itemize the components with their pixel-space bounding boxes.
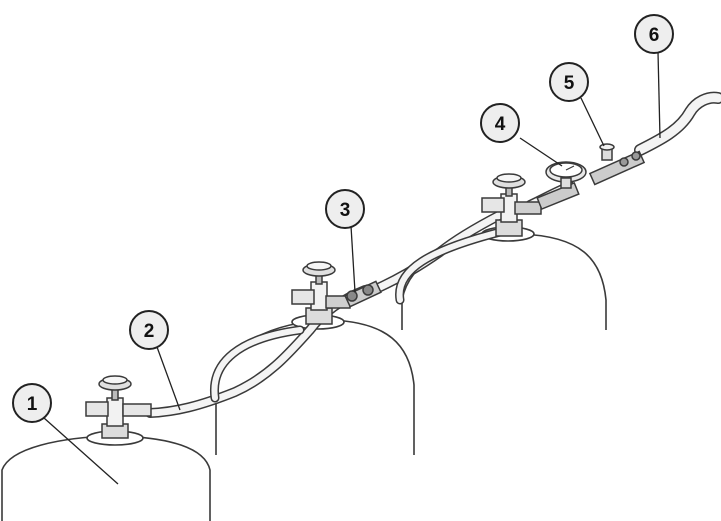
cylinder-2-valve xyxy=(292,262,350,324)
callout-6: 6 xyxy=(635,15,673,53)
cylinder-3-valve xyxy=(482,174,541,236)
cylinder-1 xyxy=(2,431,210,521)
callout-4: 4 xyxy=(481,104,519,142)
svg-text:1: 1 xyxy=(27,394,38,415)
svg-text:4: 4 xyxy=(495,114,506,135)
leader-4 xyxy=(520,138,562,166)
callout-1: 1 xyxy=(13,384,51,422)
cylinder-3 xyxy=(402,227,606,330)
cylinder-1-valve xyxy=(86,376,151,438)
leader-3 xyxy=(351,226,355,292)
leader-2 xyxy=(157,347,180,410)
cylinder-valve-connector xyxy=(345,281,381,306)
leader-6 xyxy=(658,52,660,138)
callout-5: 5 xyxy=(550,63,588,101)
svg-text:3: 3 xyxy=(340,200,351,221)
callout-3: 3 xyxy=(326,190,364,228)
pressure-gauge xyxy=(537,162,586,209)
svg-text:2: 2 xyxy=(144,321,155,342)
callout-2: 2 xyxy=(130,311,168,349)
svg-text:5: 5 xyxy=(564,73,575,94)
leader-5 xyxy=(581,98,604,146)
svg-text:6: 6 xyxy=(649,25,660,46)
